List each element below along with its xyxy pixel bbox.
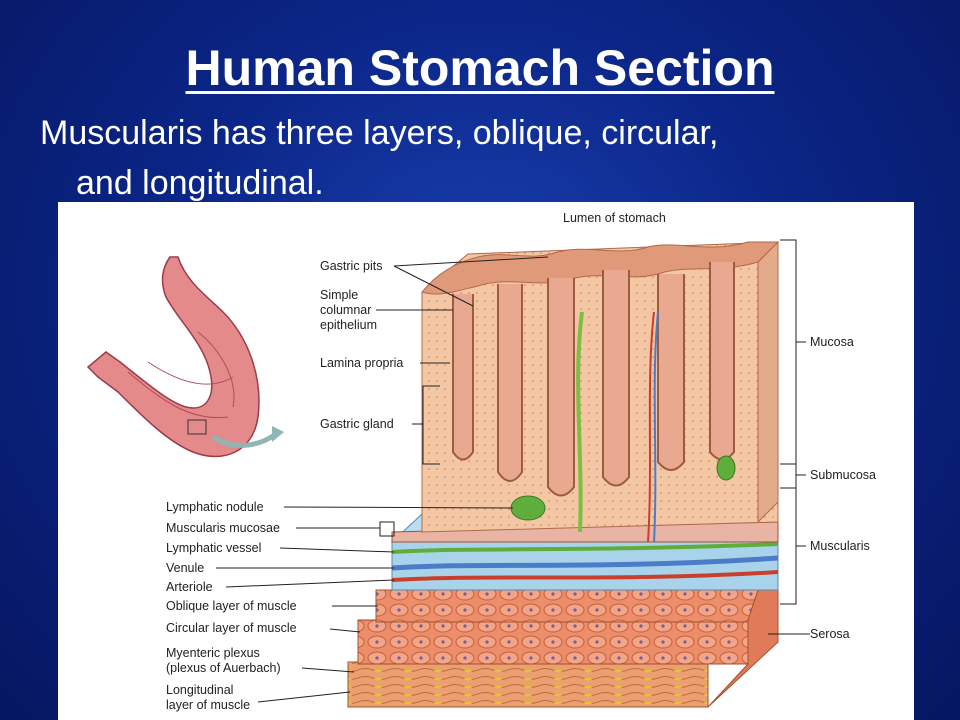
- label-gastric-gland: Gastric gland: [320, 417, 394, 431]
- circular-layer: [357, 619, 749, 665]
- label-submucosa: Submucosa: [810, 468, 876, 482]
- lymphatic-nodule: [510, 495, 546, 521]
- label-lumen-of-stomach: Lumen of stomach: [563, 211, 666, 225]
- label-oblique-layer: Oblique layer of muscle: [166, 599, 297, 613]
- label-arteriole: Arteriole: [166, 580, 213, 594]
- right-labels: Mucosa Submucosa Muscularis Serosa: [768, 239, 876, 641]
- left-labels: Gastric pits Simple columnar epithelium …: [166, 256, 549, 712]
- label-myenteric-2: (plexus of Auerbach): [166, 661, 281, 675]
- label-longitudinal-2: layer of muscle: [166, 698, 250, 712]
- longitudinal-layer: [347, 661, 709, 708]
- stomach-sketch: [86, 256, 284, 458]
- stomach-diagram-panel: Lumen of stomach Gastric pits Simple col…: [58, 202, 914, 720]
- label-lymphatic-vessel: Lymphatic vessel: [166, 541, 261, 555]
- label-mucosa: Mucosa: [810, 335, 854, 349]
- label-muscularis-mucosae: Muscularis mucosae: [166, 521, 280, 535]
- label-serosa: Serosa: [810, 627, 850, 641]
- gastric-glands: [452, 262, 735, 543]
- label-simple-1: Simple: [320, 288, 358, 302]
- label-lymphatic-nodule: Lymphatic nodule: [166, 500, 264, 514]
- label-gastric-pits: Gastric pits: [320, 259, 383, 273]
- lymphatic-nodule-2: [716, 455, 736, 481]
- label-venule: Venule: [166, 561, 204, 575]
- label-lamina-propria: Lamina propria: [320, 356, 403, 370]
- label-simple-2: columnar: [320, 303, 371, 317]
- label-muscularis: Muscularis: [810, 539, 870, 553]
- label-simple-3: epithelium: [320, 318, 377, 332]
- label-myenteric-1: Myenteric plexus: [166, 646, 260, 660]
- subtitle-line-1: Muscularis has three layers, oblique, ci…: [40, 114, 719, 152]
- slide-title: Human Stomach Section: [185, 40, 775, 96]
- label-circular-layer: Circular layer of muscle: [166, 621, 297, 635]
- stomach-section-diagram: Lumen of stomach Gastric pits Simple col…: [86, 211, 876, 712]
- label-longitudinal-1: Longitudinal: [166, 683, 233, 697]
- oblique-layer: [375, 589, 759, 623]
- subtitle-line-2: and longitudinal.: [76, 164, 324, 202]
- slide-subtitle: Muscularis has three layers, oblique, ci…: [40, 108, 920, 208]
